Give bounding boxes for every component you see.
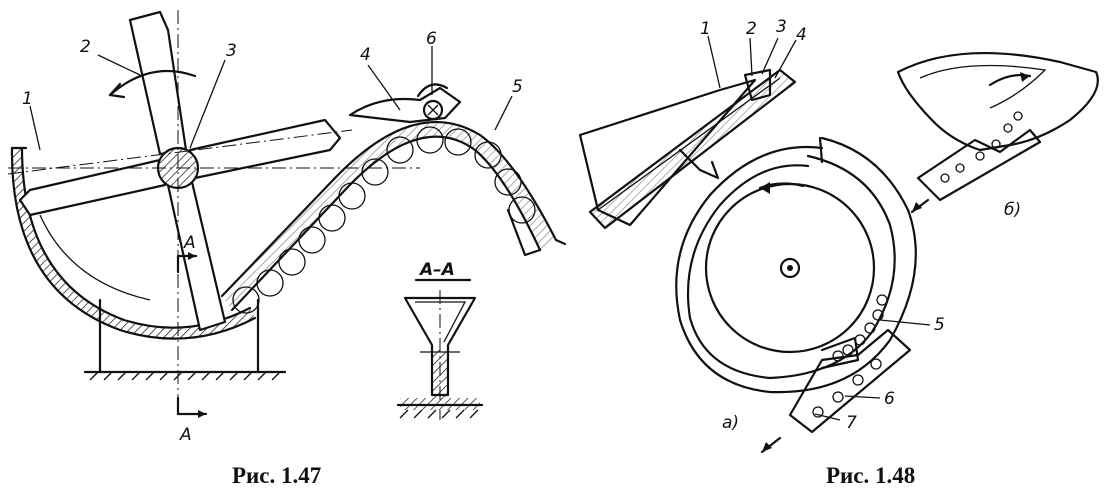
label-3: 3 (776, 17, 787, 37)
caption-fig-1-48: Рис. 1.48 (826, 463, 915, 488)
label-7: 7 (846, 413, 857, 433)
section-marker-top: A (183, 233, 196, 253)
rotation-arrow (108, 69, 197, 97)
separator-unit (348, 83, 462, 124)
label-5: 5 (512, 77, 523, 97)
section-marker-bottom: A (179, 425, 192, 445)
label-1: 1 (22, 89, 33, 109)
label-3: 3 (226, 41, 237, 61)
feed-tray (578, 68, 797, 230)
subfigure-b-label: б) (1004, 200, 1021, 220)
label-5: 5 (934, 315, 945, 335)
caption-fig-1-47: Рис. 1.47 (232, 463, 321, 488)
outlet-chute (760, 328, 912, 454)
label-2: 2 (746, 19, 757, 39)
rotary-disc (675, 136, 917, 394)
label-6: 6 (884, 389, 895, 409)
figure-1-47: 1 2 3 4 5 6 A A A–A Рис. 1.47 (7, 10, 567, 488)
label-6: 6 (426, 29, 437, 49)
rotor-blades (18, 10, 342, 332)
ground-base (83, 298, 287, 381)
subfigure-a-label: а) (722, 413, 739, 433)
section-view (396, 278, 484, 420)
label-4: 4 (360, 45, 371, 65)
section-marker (176, 252, 208, 418)
detail-b (896, 51, 1099, 214)
label-2: 2 (80, 37, 91, 57)
label-4: 4 (796, 25, 807, 45)
label-1: 1 (700, 19, 711, 39)
figure-1-48: 1 2 3 4 5 6 7 а) б) Рис. 1.48 (578, 17, 1099, 488)
section-title: A–A (418, 260, 455, 280)
chute-tray (220, 121, 567, 314)
